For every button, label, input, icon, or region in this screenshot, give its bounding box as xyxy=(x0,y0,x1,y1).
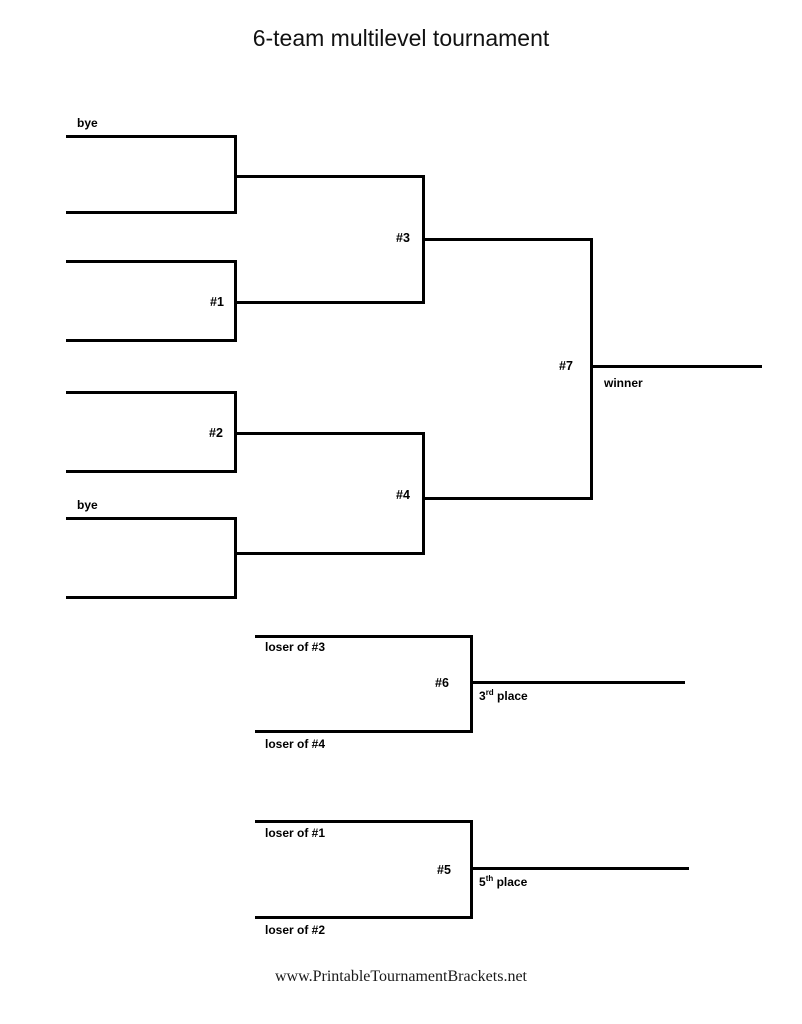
round1-slot-6-line xyxy=(66,470,237,473)
consolation-2-top-entrant: loser of #1 xyxy=(265,826,326,840)
round1-match-m1-label: #1 xyxy=(210,295,224,309)
consolation-2-bottom-line xyxy=(255,916,472,919)
final-match-m7-connector xyxy=(590,238,593,500)
consolation-2-place-word: place xyxy=(496,875,528,889)
consolation-1-bottom-line xyxy=(255,730,472,733)
round1-slot-2-line xyxy=(66,211,237,214)
round2-match-m4-connector xyxy=(422,432,425,555)
consolation-1-top-line xyxy=(255,635,472,638)
round1-slot-7-label: bye xyxy=(77,498,98,512)
round1-match-bye-bottom-connector xyxy=(234,517,237,599)
round2-m4-feed-bottom xyxy=(234,552,425,555)
page-title: 6-team multilevel tournament xyxy=(252,25,550,51)
round1-slot-8-line xyxy=(66,596,237,599)
consolation-2-match-label: #5 xyxy=(437,863,451,877)
consolation-2-top-line xyxy=(255,820,472,823)
consolation-1-place-label: 3rd place xyxy=(479,688,528,703)
footer-url: www.PrintableTournamentBrackets.net xyxy=(275,968,527,985)
round1-slot-1-line xyxy=(66,135,237,138)
round1-slot-5-line xyxy=(66,391,237,394)
consolation-1-top-entrant: loser of #3 xyxy=(265,640,326,654)
consolation-2-place-ordinal: th xyxy=(485,874,494,883)
round1-slot-4-line xyxy=(66,339,237,342)
round2-m3-feed-top xyxy=(234,175,425,178)
round1-match-m2-label: #2 xyxy=(209,426,223,440)
consolation-2-place-label: 5th place xyxy=(479,874,528,889)
consolation-2-place-number: 5 xyxy=(479,875,486,889)
round2-m4-feed-top xyxy=(234,432,425,435)
consolation-1-match-label: #6 xyxy=(435,676,449,690)
winner-label: winner xyxy=(604,376,643,390)
final-match-m7-label: #7 xyxy=(559,359,573,373)
round1-slot-3-line xyxy=(66,260,237,263)
consolation-2-bottom-entrant: loser of #2 xyxy=(265,923,326,937)
round2-m3-feed-bottom xyxy=(234,301,425,304)
consolation-1-place-number: 3 xyxy=(479,689,486,703)
round2-match-m4-label: #4 xyxy=(396,488,410,502)
consolation-1-place-word: place xyxy=(497,689,528,703)
round1-slot-1-label: bye xyxy=(77,116,98,130)
round2-match-m3-label: #3 xyxy=(396,231,410,245)
round1-match-bye-top-connector xyxy=(234,135,237,214)
consolation-1-connector xyxy=(470,635,473,733)
consolation-2-result-line xyxy=(470,867,689,870)
final-feed-bottom xyxy=(422,497,593,500)
final-feed-top xyxy=(422,238,593,241)
consolation-1-bottom-entrant: loser of #4 xyxy=(265,737,326,751)
consolation-1-place-ordinal: rd xyxy=(485,688,494,697)
round1-slot-7-line xyxy=(66,517,237,520)
winner-line xyxy=(590,365,762,368)
consolation-1-result-line xyxy=(470,681,685,684)
